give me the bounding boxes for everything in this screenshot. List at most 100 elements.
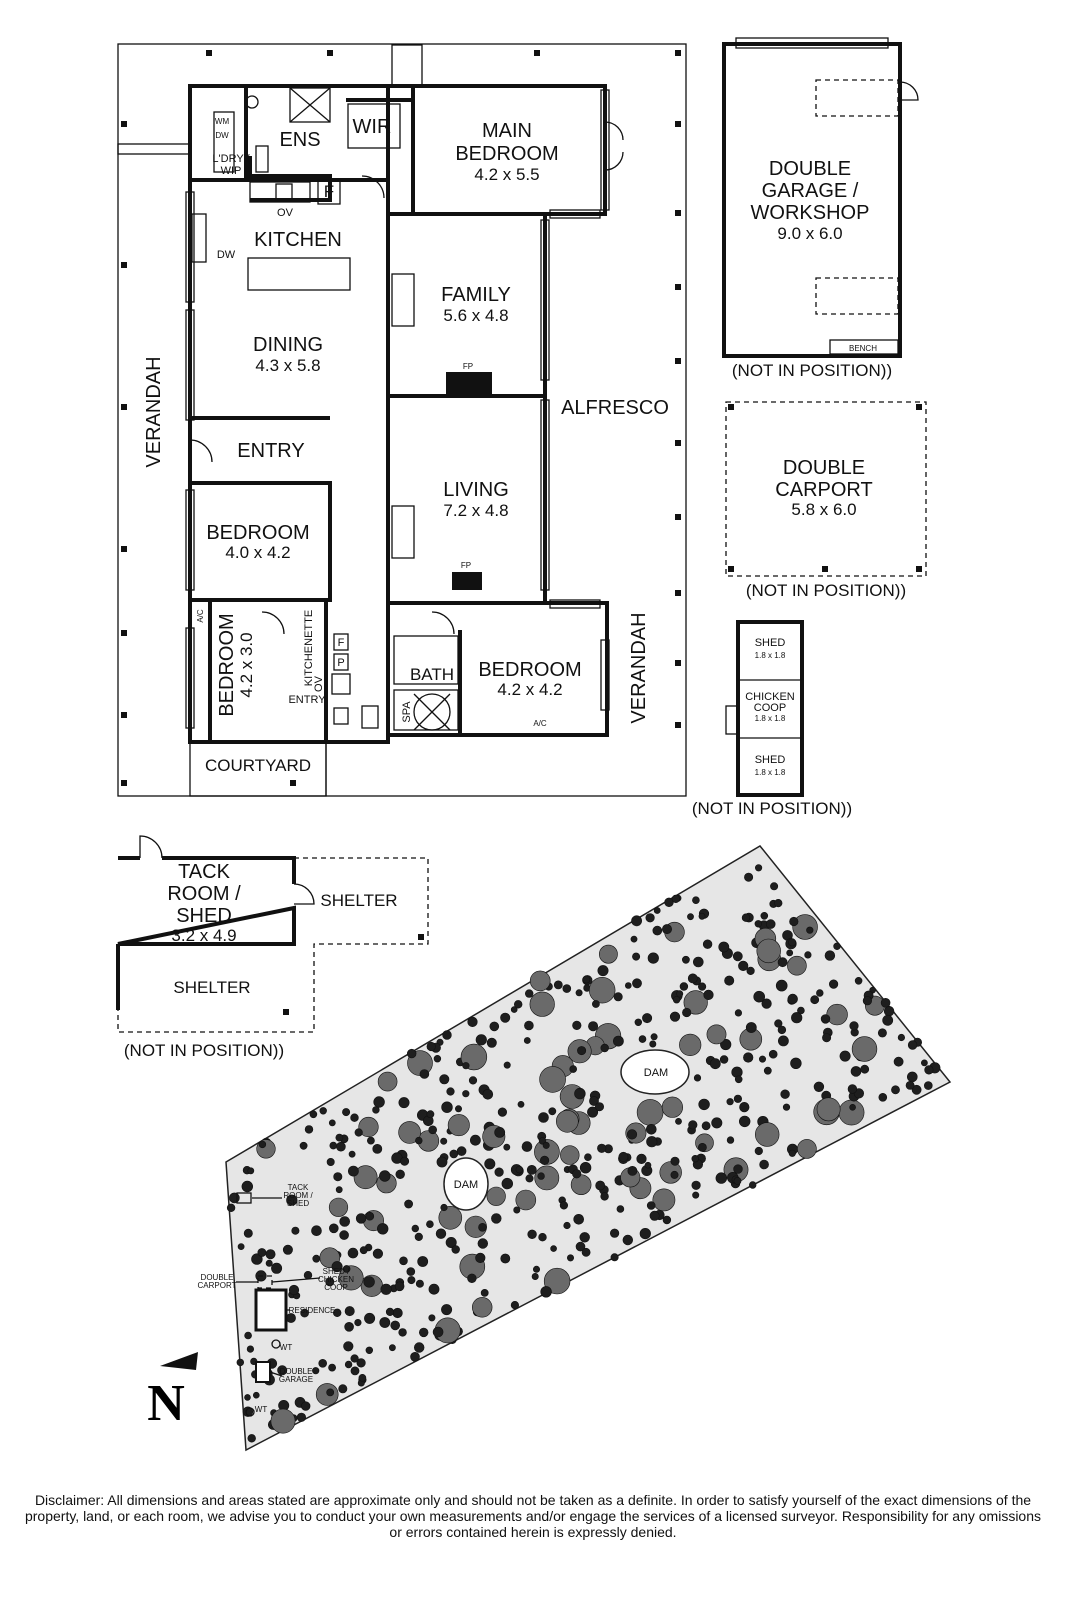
tree-mark	[451, 1245, 460, 1254]
tree-mark	[636, 1153, 647, 1164]
tree-mark	[711, 1117, 723, 1129]
tree-mark	[675, 1118, 682, 1125]
tree-mark	[291, 1226, 300, 1235]
tree-mark	[588, 976, 616, 1004]
tree-mark	[419, 1327, 429, 1338]
site-trees	[226, 864, 941, 1443]
tree-mark	[319, 1107, 327, 1115]
tree-mark	[692, 956, 704, 968]
tree-mark	[247, 1167, 255, 1175]
shelter-right-label: SHELTER	[320, 891, 397, 910]
tree-mark	[777, 957, 788, 968]
tree-mark	[765, 919, 776, 929]
tree-mark	[754, 920, 762, 928]
tree-mark	[426, 1110, 435, 1119]
tree-mark	[609, 1228, 620, 1238]
tree-mark	[407, 1276, 416, 1285]
tree-mark	[510, 1300, 520, 1310]
tree-mark	[759, 1159, 769, 1170]
tree-mark	[350, 1354, 359, 1363]
tree-mark	[257, 1248, 267, 1257]
tree-mark	[358, 1116, 379, 1138]
tree-mark	[687, 913, 694, 921]
tree-mark	[559, 1201, 569, 1210]
tree-mark	[774, 898, 783, 908]
tree-mark	[301, 1401, 311, 1411]
tree-mark	[652, 925, 663, 936]
tree-mark	[921, 1059, 928, 1067]
tree-mark	[833, 942, 841, 950]
tree-mark	[503, 1143, 511, 1151]
tree-mark	[277, 1365, 288, 1376]
tree-mark	[484, 1158, 496, 1170]
tree-mark	[524, 1020, 534, 1031]
tree-mark	[318, 1359, 328, 1368]
tree-mark	[347, 1165, 359, 1177]
tree-mark	[753, 990, 766, 1003]
dam-top-label: DAM	[644, 1067, 668, 1079]
main-bedroom-label: MAIN	[482, 120, 532, 142]
bench-label: BENCH	[849, 344, 877, 353]
tree-mark	[850, 1066, 862, 1077]
tree-mark	[570, 1174, 592, 1195]
tree-mark	[820, 1014, 831, 1024]
tree-mark	[358, 1374, 367, 1382]
tree-mark	[744, 872, 754, 882]
tree-mark	[826, 1003, 848, 1026]
living-size: 7.2 x 4.8	[443, 501, 508, 520]
tree-mark	[562, 984, 572, 993]
tree-mark	[597, 1143, 607, 1153]
tree-mark	[359, 1246, 368, 1255]
site-garage-label-2: GARAGE	[279, 1375, 313, 1384]
tree-mark	[877, 1028, 887, 1038]
tree-mark	[649, 1040, 657, 1048]
kitchenette-entry-label: ENTRY	[288, 694, 326, 706]
tree-mark	[732, 951, 743, 962]
tree-mark	[791, 1012, 803, 1024]
tree-mark	[478, 1223, 487, 1232]
tree-mark	[688, 1120, 698, 1130]
tree-mark	[774, 1019, 783, 1028]
tree-mark	[494, 1127, 506, 1138]
tree-mark	[682, 955, 690, 964]
tree-mark	[768, 1049, 778, 1059]
spa-label: SPA	[401, 701, 413, 723]
alfresco-label: ALFRESCO	[561, 397, 669, 419]
site-garage-label-1: DOUBLE	[280, 1367, 313, 1376]
tree-mark	[380, 1283, 392, 1295]
carport-plan: DOUBLE CARPORT 5.8 x 6.0 (NOT IN POSITIO…	[725, 401, 927, 600]
tree-mark	[849, 1104, 856, 1111]
tree-mark	[366, 1136, 375, 1145]
tree-mark	[597, 965, 609, 977]
tree-mark	[642, 1013, 653, 1024]
tree-mark	[486, 1037, 497, 1048]
tree-mark	[649, 1210, 660, 1221]
tree-mark	[813, 1081, 825, 1093]
tree-mark	[482, 1089, 494, 1100]
tree-mark	[335, 1133, 344, 1142]
bedroom-c-size: 4.2 x 4.2	[497, 680, 562, 699]
tree-mark	[849, 1021, 859, 1031]
tree-mark	[462, 1090, 470, 1098]
tree-mark	[893, 1056, 904, 1067]
site-carport-label-2: CARPORT	[198, 1281, 237, 1290]
tree-mark	[824, 950, 836, 961]
tree-mark	[258, 1140, 267, 1149]
tree-mark	[447, 1114, 470, 1137]
tree-mark	[271, 1262, 283, 1274]
tree-mark	[573, 1214, 585, 1225]
tree-mark	[333, 1308, 342, 1318]
tree-mark	[720, 1038, 732, 1051]
tree-mark	[553, 980, 563, 990]
bedroom-c-label: BEDROOM	[478, 659, 581, 681]
tree-mark	[701, 1121, 711, 1131]
dam-top	[620, 1049, 690, 1095]
shed-top-size: 1.8 x 1.8	[755, 651, 786, 660]
tree-mark	[539, 1066, 566, 1093]
tree-mark	[348, 1150, 356, 1158]
tree-mark	[569, 1065, 578, 1073]
tree-mark	[454, 1105, 462, 1113]
tree-mark	[426, 1041, 436, 1052]
tree-mark	[242, 1406, 254, 1417]
tree-mark	[411, 1224, 419, 1233]
